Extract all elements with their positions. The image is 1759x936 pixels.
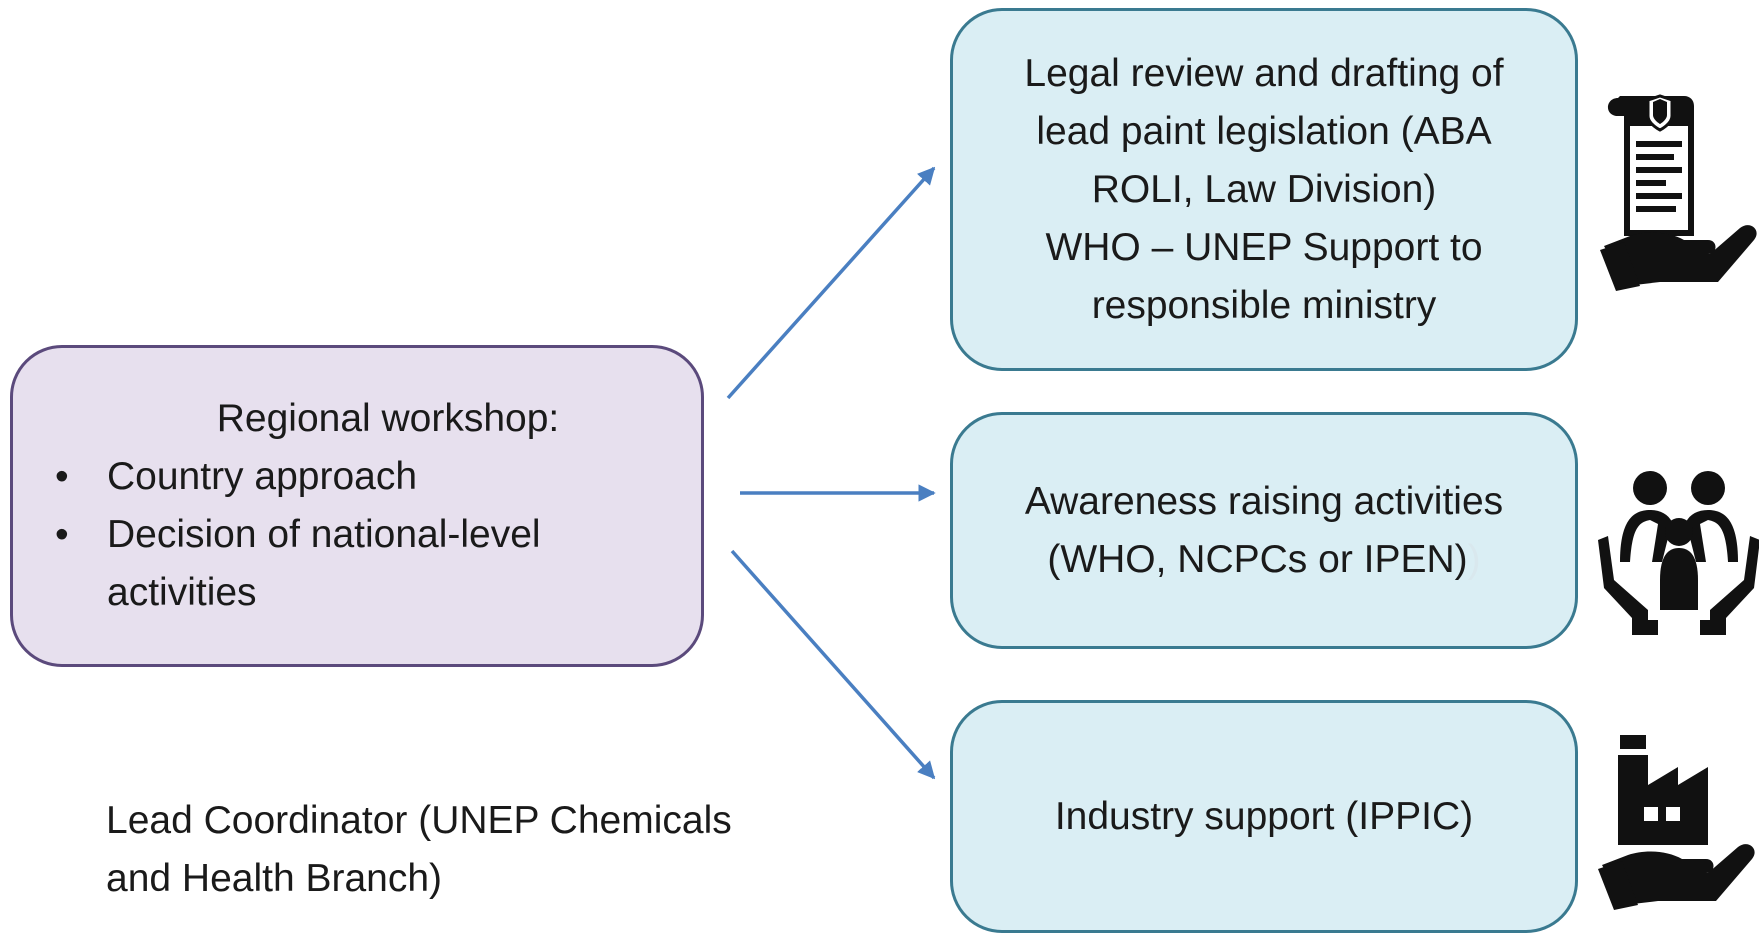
legislation-hand-icon [1600, 94, 1757, 291]
legal-line: lead paint legislation (ABA [1036, 109, 1492, 153]
legal-line: responsible ministry [1091, 283, 1437, 327]
workshop-bullet: Decision of national-level activities [39, 506, 681, 622]
family-care-icon [1598, 471, 1759, 635]
awareness-line: Awareness raising activities [1024, 479, 1504, 523]
arrow-to-industry [730, 549, 936, 780]
awareness-raising-box: Awareness raising activities (WHO, NCPCs… [950, 412, 1578, 649]
workshop-bullet-list: Country approach Decision of national-le… [39, 448, 681, 622]
industry-label: Industry support (IPPIC) [1054, 794, 1474, 838]
faint-char: ) [1467, 537, 1481, 581]
arrow-to-legal [726, 166, 936, 400]
factory-hand-icon [1598, 735, 1755, 910]
legal-line: ROLI, Law Division) [1091, 167, 1437, 211]
industry-support-box: Industry support (IPPIC) [950, 700, 1578, 933]
legal-review-box: Legal review and drafting of lead paint … [950, 8, 1578, 371]
workshop-title: Regional workshop: [216, 397, 560, 440]
regional-workshop-box: Regional workshop: Country approach Deci… [10, 345, 704, 667]
legal-line: Legal review and drafting of [1024, 51, 1504, 95]
legal-line: WHO – UNEP Support to [1045, 225, 1483, 269]
lead-coordinator-label: Lead Coordinator (UNEP Chemicals and Hea… [106, 799, 732, 900]
workshop-bullet: Country approach [39, 448, 681, 506]
awareness-line-2: (WHO, NCPCs or IPEN)) [1047, 537, 1481, 581]
